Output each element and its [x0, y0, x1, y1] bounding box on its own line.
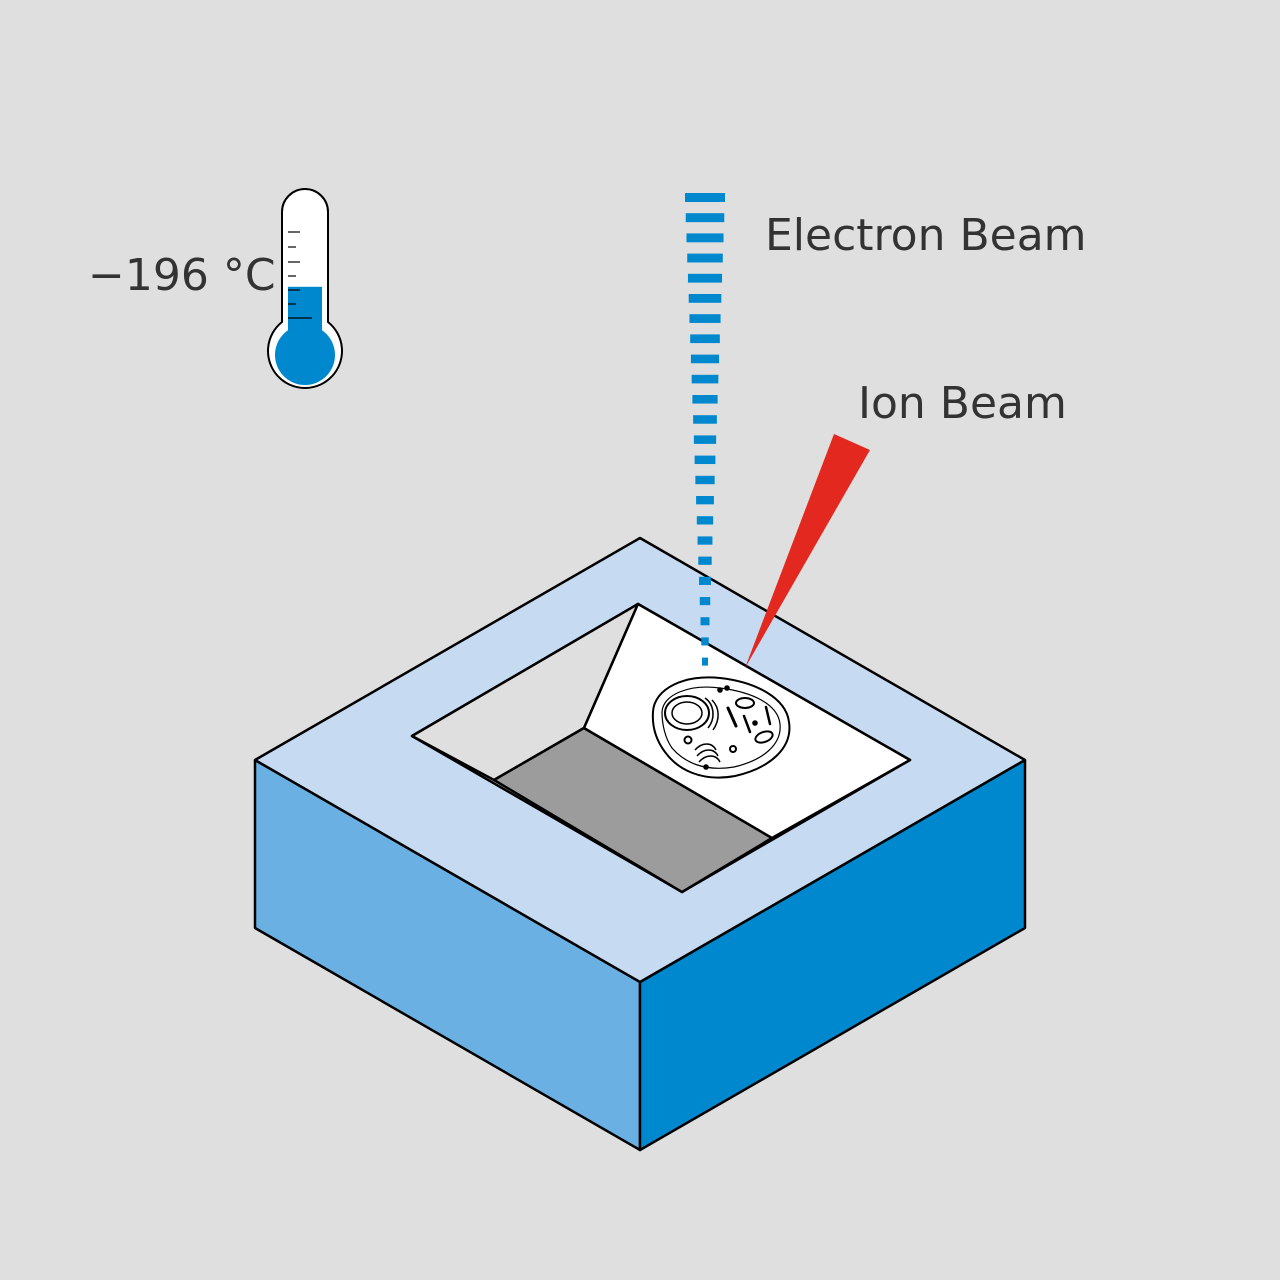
electron-beam-dash	[690, 354, 720, 364]
ion-beam	[745, 434, 870, 668]
electron-beam-dash	[686, 233, 724, 243]
cell-icon	[651, 676, 791, 779]
cell-rod	[726, 706, 738, 728]
thermometer-bulb	[275, 325, 335, 385]
electron-beam-dash	[702, 657, 708, 666]
temperature-label: −196 °C	[88, 250, 276, 301]
cell-nucleus	[664, 695, 710, 731]
electron-beam-dash	[689, 314, 721, 323]
electron-beam-dash	[693, 435, 717, 444]
cell-er-2	[711, 699, 719, 731]
cell-membrane	[651, 676, 791, 779]
cell-ribosome-2	[724, 685, 730, 691]
cell-er-1	[704, 697, 714, 729]
electron-beam-dash	[685, 193, 725, 202]
electron-beam-dash	[695, 475, 715, 485]
cell-mitochondrion-1	[742, 714, 752, 734]
thermometer-icon	[267, 188, 343, 389]
electron-beam-dash	[687, 273, 723, 283]
cell-golgi-2	[696, 749, 719, 757]
electron-beam-dash	[690, 334, 720, 344]
electron-beam-dash	[700, 617, 710, 626]
cell-golgi-3	[698, 755, 721, 763]
cell-golgi-1	[694, 743, 717, 751]
electron-beam-dash	[694, 455, 716, 465]
electron-beam-dash	[698, 556, 712, 565]
cell-vesicle-1	[729, 745, 737, 753]
cell-centriole	[683, 735, 693, 745]
cell-vacuole	[735, 697, 755, 709]
electron-beam-dash	[701, 637, 709, 646]
electron-beam-dash	[699, 597, 711, 606]
thermometer-ticks	[288, 231, 312, 319]
electron-beam-dash	[699, 576, 711, 585]
electron-beam-dash	[693, 415, 717, 424]
electron-beam-dash	[697, 536, 713, 545]
cell-ribosome-3	[752, 720, 758, 726]
electron-beam-dash	[687, 253, 723, 263]
electron-beam-dash	[692, 395, 718, 404]
electron-beam	[685, 193, 725, 666]
cell-mitochondrion-2	[764, 705, 772, 726]
electron-beam-label: Electron Beam	[765, 210, 1087, 261]
cell-lysosome	[754, 730, 774, 744]
cryo-stage-block	[253, 536, 1027, 1152]
cell-ribosome-1	[717, 687, 723, 693]
cell-ribosome-4	[703, 764, 709, 770]
cell-inner-membrane	[661, 686, 781, 769]
electron-beam-dash	[696, 516, 714, 525]
electron-beam-dash	[688, 294, 722, 303]
electron-beam-dash	[685, 213, 725, 223]
electron-beam-dash	[691, 374, 719, 384]
cell-nucleolus-ring	[671, 701, 703, 725]
ion-beam-label: Ion Beam	[858, 378, 1067, 429]
electron-beam-dash	[696, 496, 714, 505]
